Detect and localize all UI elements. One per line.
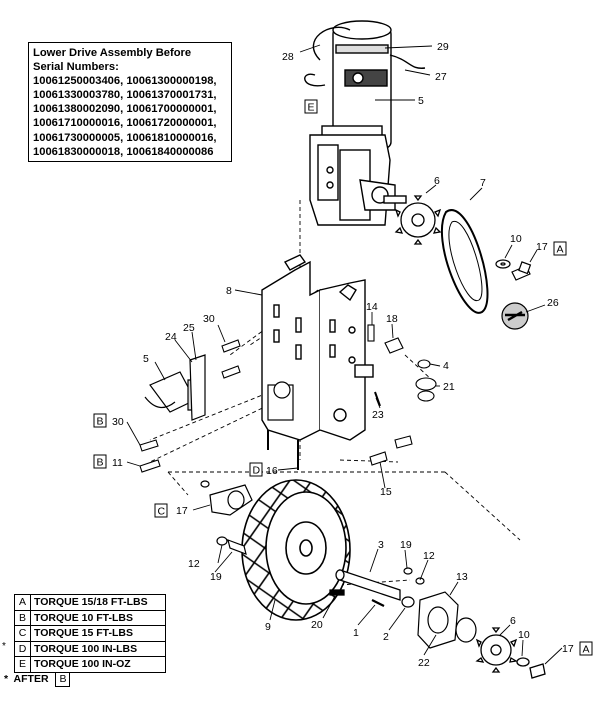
torque-tags: E A B B D C A	[93, 99, 593, 656]
callout-19: 19	[400, 539, 412, 551]
after-star: *	[4, 673, 9, 685]
callout-24: 24	[165, 331, 177, 343]
axle-shaft	[329, 569, 401, 607]
callout-27: 27	[435, 71, 447, 83]
leader-lines	[126, 44, 563, 665]
callout-labels: 28 29 27 5 6 7 10 17 8 26 30 25 24 5 14 …	[112, 41, 574, 669]
title-line: 10061330003780, 10061370001731,	[33, 89, 217, 102]
callout-20: 20	[311, 619, 323, 631]
callout-17: 17	[176, 505, 188, 517]
legend-value: TORQUE 15 FT-LBS	[30, 625, 166, 642]
callout-28: 28	[282, 51, 294, 63]
tag-b: B	[97, 416, 104, 428]
title-line: 10061250003406, 10061300000198,	[33, 75, 217, 88]
title-box: Lower Drive Assembly Before Serial Numbe…	[28, 42, 232, 162]
tag-e: E	[308, 102, 315, 114]
callout-17: 17	[536, 241, 548, 253]
callout-8: 8	[226, 285, 232, 297]
legend-key: D	[14, 640, 31, 657]
callout-29: 29	[437, 41, 449, 53]
callout-6: 6	[434, 175, 440, 187]
legend-value: TORQUE 100 IN-OZ	[30, 656, 166, 673]
drive-wheel	[241, 479, 351, 621]
tag-c: C	[158, 506, 166, 518]
master-link-26	[501, 302, 529, 330]
callout-16: 16	[266, 465, 278, 477]
callout-18: 18	[386, 313, 398, 325]
callout-11: 11	[112, 457, 123, 469]
callout-3: 3	[378, 539, 384, 551]
callout-30: 30	[112, 416, 124, 428]
callout-9: 9	[265, 621, 271, 633]
title-line: 10061710000016, 10061720000001,	[33, 117, 217, 130]
legend-key: E	[14, 656, 31, 673]
legend-star: *	[2, 641, 6, 652]
callout-17: 17	[562, 643, 574, 655]
callout-13: 13	[456, 571, 468, 583]
legend-row: C TORQUE 15 FT-LBS	[14, 625, 166, 642]
legend-row: A TORQUE 15/18 FT-LBS	[14, 594, 166, 611]
title-line: Serial Numbers:	[33, 61, 119, 74]
washer-bolt-top	[495, 259, 532, 281]
drive-motor	[304, 20, 426, 149]
callout-26: 26	[547, 297, 559, 309]
tag-d: D	[253, 465, 261, 477]
after-note: * AFTER B	[4, 672, 71, 687]
callout-12: 12	[188, 558, 200, 570]
callout-22: 22	[418, 657, 430, 669]
callout-2: 2	[383, 631, 389, 643]
title-line: Lower Drive Assembly Before	[33, 47, 192, 59]
torque-legend: A TORQUE 15/18 FT-LBS B TORQUE 10 FT-LBS…	[14, 594, 166, 673]
sprocket-bottom	[475, 627, 546, 679]
legend-value: TORQUE 10 FT-LBS	[30, 609, 166, 626]
legend-value: TORQUE 100 IN-LBS	[30, 640, 166, 657]
callout-4: 4	[443, 360, 449, 372]
tag-a: A	[583, 644, 590, 656]
legend-key: C	[14, 625, 31, 642]
callout-25: 25	[183, 322, 195, 334]
title-line: 10061830000018, 10061840000086	[33, 145, 214, 158]
callout-5: 5	[418, 95, 424, 107]
flange-bearing-right	[401, 567, 477, 649]
tag-a: A	[557, 244, 564, 256]
flange-bearing-left	[200, 480, 253, 555]
hardware	[139, 324, 437, 473]
callout-10: 10	[518, 629, 530, 641]
callout-14: 14	[366, 301, 378, 313]
legend-row: E TORQUE 100 IN-OZ	[14, 656, 166, 673]
legend-row: D TORQUE 100 IN-LBS	[14, 640, 166, 657]
title-line: 10061380002090, 10061700000001,	[33, 103, 217, 116]
callout-15: 15	[380, 486, 392, 498]
callout-21: 21	[443, 381, 455, 393]
legend-key: B	[14, 609, 31, 626]
main-frame	[261, 254, 374, 441]
title-line: 10061730000005, 10061810000016,	[33, 131, 217, 144]
after-key: B	[55, 672, 71, 687]
legend-key: A	[14, 594, 31, 611]
callout-23: 23	[372, 409, 384, 421]
callout-19: 19	[210, 571, 222, 583]
callout-30: 30	[203, 313, 215, 325]
legend-value: TORQUE 15/18 FT-LBS	[30, 594, 166, 611]
gearbox	[309, 134, 407, 226]
callout-5: 5	[143, 353, 149, 365]
bracket-24	[189, 354, 206, 421]
callout-1: 1	[353, 627, 359, 639]
bearing-bracket	[267, 381, 294, 421]
tag-b: B	[97, 457, 104, 469]
legend-row: B TORQUE 10 FT-LBS	[14, 609, 166, 626]
callout-6: 6	[510, 615, 516, 627]
drive-chain	[440, 209, 489, 314]
sprocket-top	[394, 195, 442, 245]
callout-12: 12	[423, 550, 435, 562]
callout-7: 7	[480, 177, 486, 189]
callout-10: 10	[510, 233, 522, 245]
after-label: AFTER	[13, 673, 49, 685]
